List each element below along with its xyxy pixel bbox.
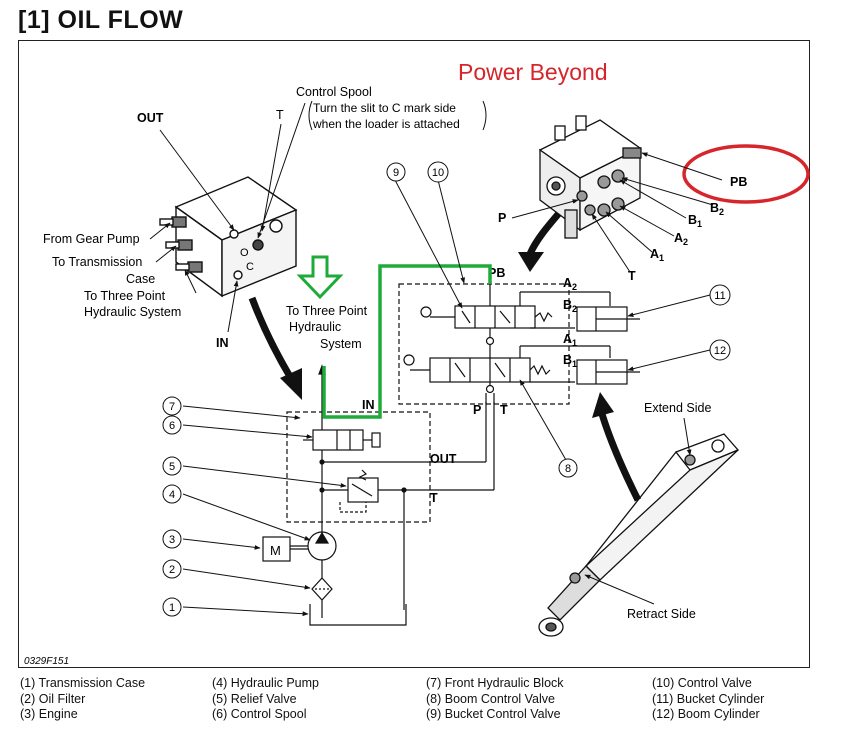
label-t-top: T — [276, 108, 284, 122]
label-b1-iso: B1 — [688, 213, 702, 229]
diagram-frame — [18, 40, 810, 668]
label-pb: PB — [488, 266, 505, 280]
flow-arrow-left — [248, 296, 296, 382]
label-control-spool-note2: when the loader is attached — [312, 117, 460, 131]
legend-item: (6) Control Spool — [212, 707, 307, 721]
label-in-mid: IN — [362, 398, 375, 412]
flow-arrow-right — [598, 412, 642, 502]
pb-highlight-ellipse — [682, 144, 810, 204]
label-t-iso: T — [628, 269, 636, 283]
leader-extend-side — [683, 417, 692, 456]
label-to-three-point-left: To Three Point — [84, 289, 166, 303]
label-a1-iso: A1 — [650, 247, 664, 263]
callout-10: 10 — [432, 167, 444, 179]
legend-item: (4) Hydraulic Pump — [212, 676, 319, 690]
label-o-mark: O — [240, 247, 249, 259]
legend-column-2: (4) Hydraulic Pump (5) Relief Valve (6) … — [212, 676, 319, 723]
green-hollow-arrow — [296, 255, 344, 300]
hydraulic-schematic — [262, 364, 495, 626]
legend-item: (11) Bucket Cylinder — [652, 691, 765, 706]
callout-circles: 7 6 5 4 3 2 1 9 10 8 11 12 — [162, 161, 731, 617]
callout-9: 9 — [393, 167, 399, 179]
legend-column-4: (10) Control Valve (11) Bucket Cylinder … — [652, 676, 764, 723]
callouts — [182, 179, 711, 617]
control-valve-illustration — [538, 115, 642, 239]
hydraulic-cylinder-illustration — [538, 433, 740, 637]
legend-item: (1) Transmission Case — [20, 676, 146, 690]
page-title: [1] OIL FLOW — [18, 6, 184, 34]
flow-arrow-top-head — [518, 252, 544, 272]
leader-retract-side — [584, 574, 655, 605]
control-valve-leaders — [511, 152, 723, 273]
label-out-top: OUT — [137, 111, 164, 125]
label-pb-iso: PB — [730, 175, 747, 189]
label-t-mid: T — [430, 491, 438, 505]
callout-7: 7 — [169, 401, 175, 413]
callout-3: 3 — [169, 534, 175, 546]
legend-item: (8) Boom Control Valve — [426, 691, 555, 706]
label-extend-side: Extend Side — [644, 401, 711, 415]
callout-5: 5 — [169, 461, 175, 473]
power-beyond-annotation: Power Beyond — [458, 59, 608, 85]
label-to-transmission-case: Case — [126, 272, 155, 286]
label-hydraulic-mid: Hydraulic — [289, 320, 341, 334]
legend-item: (3) Engine — [20, 707, 78, 721]
power-beyond-route — [322, 264, 492, 419]
label-to-transmission: To Transmission — [52, 255, 142, 269]
flow-arrow-right-head — [592, 392, 614, 418]
front-block-leaders — [149, 102, 306, 333]
callout-4: 4 — [169, 489, 175, 501]
label-from-gear-pump: From Gear Pump — [43, 232, 140, 246]
label-p-iso: P — [498, 211, 506, 225]
bracket-right — [482, 100, 487, 131]
label-hydraulic-system-left: Hydraulic System — [84, 305, 181, 319]
label-to-three-point-mid: To Three Point — [286, 304, 368, 318]
flow-arrow-left-head — [280, 368, 302, 400]
label-control-spool-note1: Turn the slit to C mark side — [313, 101, 456, 115]
label-retract-side: Retract Side — [627, 607, 696, 621]
label-a2-iso: A2 — [674, 231, 688, 247]
label-c-mark: C — [246, 261, 254, 273]
label-engine-m: M — [270, 543, 281, 558]
figure-code: 0329F151 — [24, 656, 69, 667]
label-t-valve: T — [500, 403, 508, 417]
callout-11: 11 — [714, 290, 725, 302]
callout-2: 2 — [169, 564, 175, 576]
label-system-mid: System — [320, 337, 362, 351]
front-hydraulic-block-illustration — [159, 176, 298, 298]
legend-column-3: (7) Front Hydraulic Block (8) Boom Contr… — [426, 676, 564, 723]
label-b2: B2 — [563, 298, 577, 314]
label-in-left: IN — [216, 336, 229, 350]
legend-item: (5) Relief Valve — [212, 691, 297, 706]
legend-item: (2) Oil Filter — [20, 691, 86, 706]
control-valve-schematic — [398, 283, 640, 405]
label-p-valve: P — [473, 403, 481, 417]
legend-column-1: (1) Transmission Case (2) Oil Filter (3)… — [20, 676, 145, 723]
legend-item: (9) Bucket Control Valve — [426, 707, 561, 721]
callout-8: 8 — [565, 463, 571, 475]
label-out-mid: OUT — [430, 452, 457, 466]
legend-item: (7) Front Hydraulic Block — [426, 676, 564, 690]
bracket-left — [308, 100, 313, 131]
label-a1: A1 — [563, 332, 577, 348]
callout-12: 12 — [714, 345, 726, 357]
label-b2-iso: B2 — [710, 201, 724, 217]
callout-1: 1 — [169, 602, 175, 614]
flow-arrow-top — [526, 209, 563, 256]
legend-item: (12) Boom Cylinder — [652, 707, 760, 721]
label-a2: A2 — [563, 276, 577, 292]
callout-6: 6 — [169, 420, 175, 432]
legend-item: (10) Control Valve — [652, 676, 752, 690]
label-b1: B1 — [563, 353, 577, 369]
label-control-spool: Control Spool — [296, 85, 372, 99]
